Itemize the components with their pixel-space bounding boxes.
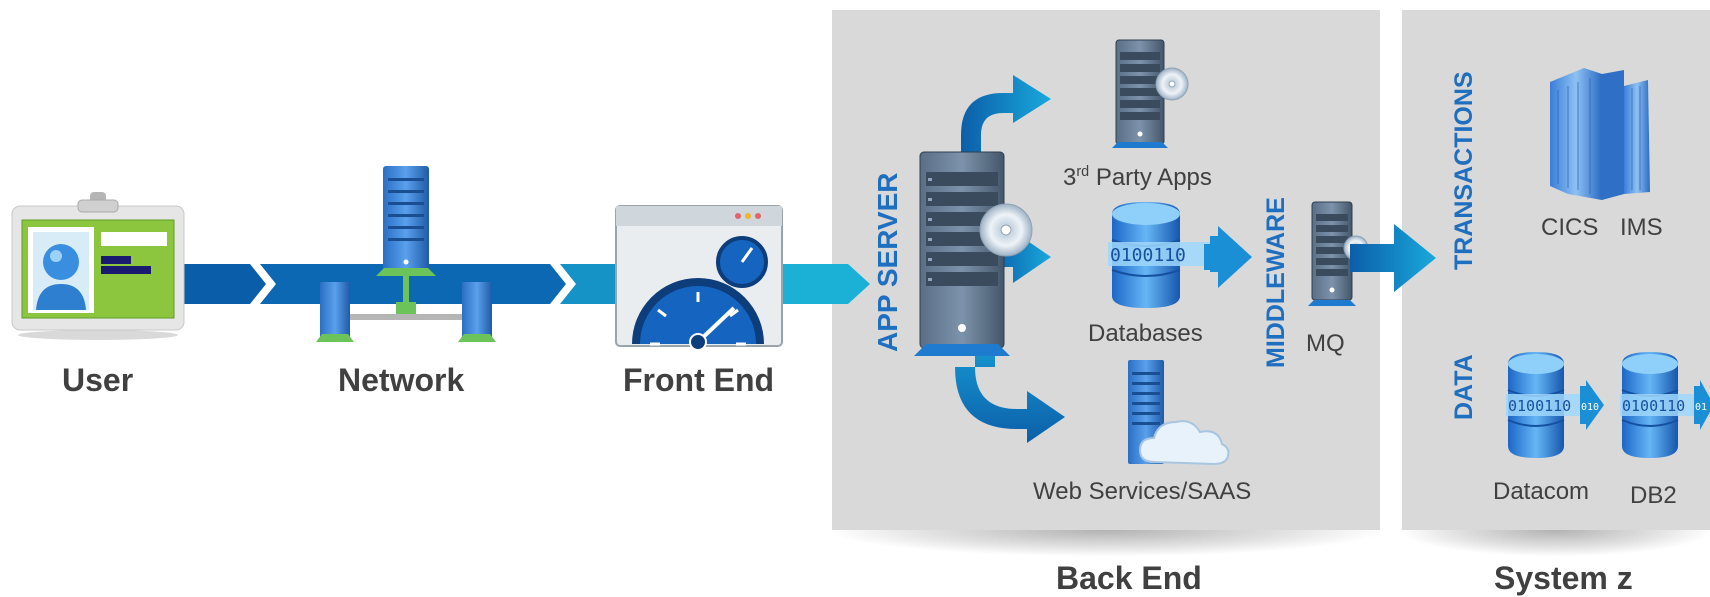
mq-to-system-z-arrow (1350, 224, 1436, 292)
data-vertical-label: DATA (1450, 354, 1478, 420)
svg-text:010: 010 (1581, 402, 1599, 413)
third-party-apps-text: Party Apps (1089, 164, 1212, 191)
svg-text:0100110: 0100110 (1508, 397, 1571, 415)
db2-label: DB2 (1630, 482, 1677, 509)
cics-label: CICS (1541, 214, 1599, 241)
third-party-server-icon (1112, 39, 1189, 148)
stage-label-front-end: Front End (623, 362, 775, 398)
datacom-db-icon: 0100110 010 (1506, 352, 1604, 458)
stage-label-network: Network (338, 362, 465, 398)
stage-label-user: User (62, 362, 134, 398)
flow-chevron-4 (760, 264, 870, 304)
datacom-label: Datacom (1493, 478, 1590, 505)
third-party-apps-ordinal: rd (1076, 164, 1090, 180)
transactions-vertical-label: TRANSACTIONS (1450, 71, 1478, 270)
app-server-icon (914, 151, 1033, 356)
ims-label: IMS (1620, 214, 1663, 241)
web-services-label: Web Services/SAAS (1033, 478, 1252, 505)
user-badge-icon (11, 192, 185, 340)
network-icon (316, 166, 496, 342)
mainframe-icon (1550, 68, 1650, 200)
svg-text:01: 01 (1695, 402, 1707, 413)
back-end-title: Back End (1056, 560, 1202, 596)
web-services-icon (1128, 360, 1230, 466)
system-z-panel-shadow (1402, 530, 1710, 556)
app-server-vertical-label: APP SERVER (872, 172, 903, 352)
front-end-gauge-icon (615, 205, 783, 351)
svg-text:0100110: 0100110 (1110, 245, 1186, 266)
svg-text:0100110: 0100110 (1622, 397, 1685, 415)
back-end-panel-shadow (832, 530, 1380, 556)
third-party-apps-label: 3rd Party Apps (1063, 164, 1212, 192)
third-party-apps-number: 3 (1063, 164, 1077, 191)
databases-label: Databases (1088, 320, 1203, 347)
middleware-vertical-label: MIDDLEWARE (1262, 197, 1290, 368)
db2-db-icon: 0100110 01 (1620, 352, 1710, 458)
mq-label: MQ (1306, 330, 1345, 357)
flow-chevron-1 (180, 264, 266, 304)
middleware-arrow (1204, 226, 1252, 288)
system-z-title: System z (1494, 560, 1633, 596)
